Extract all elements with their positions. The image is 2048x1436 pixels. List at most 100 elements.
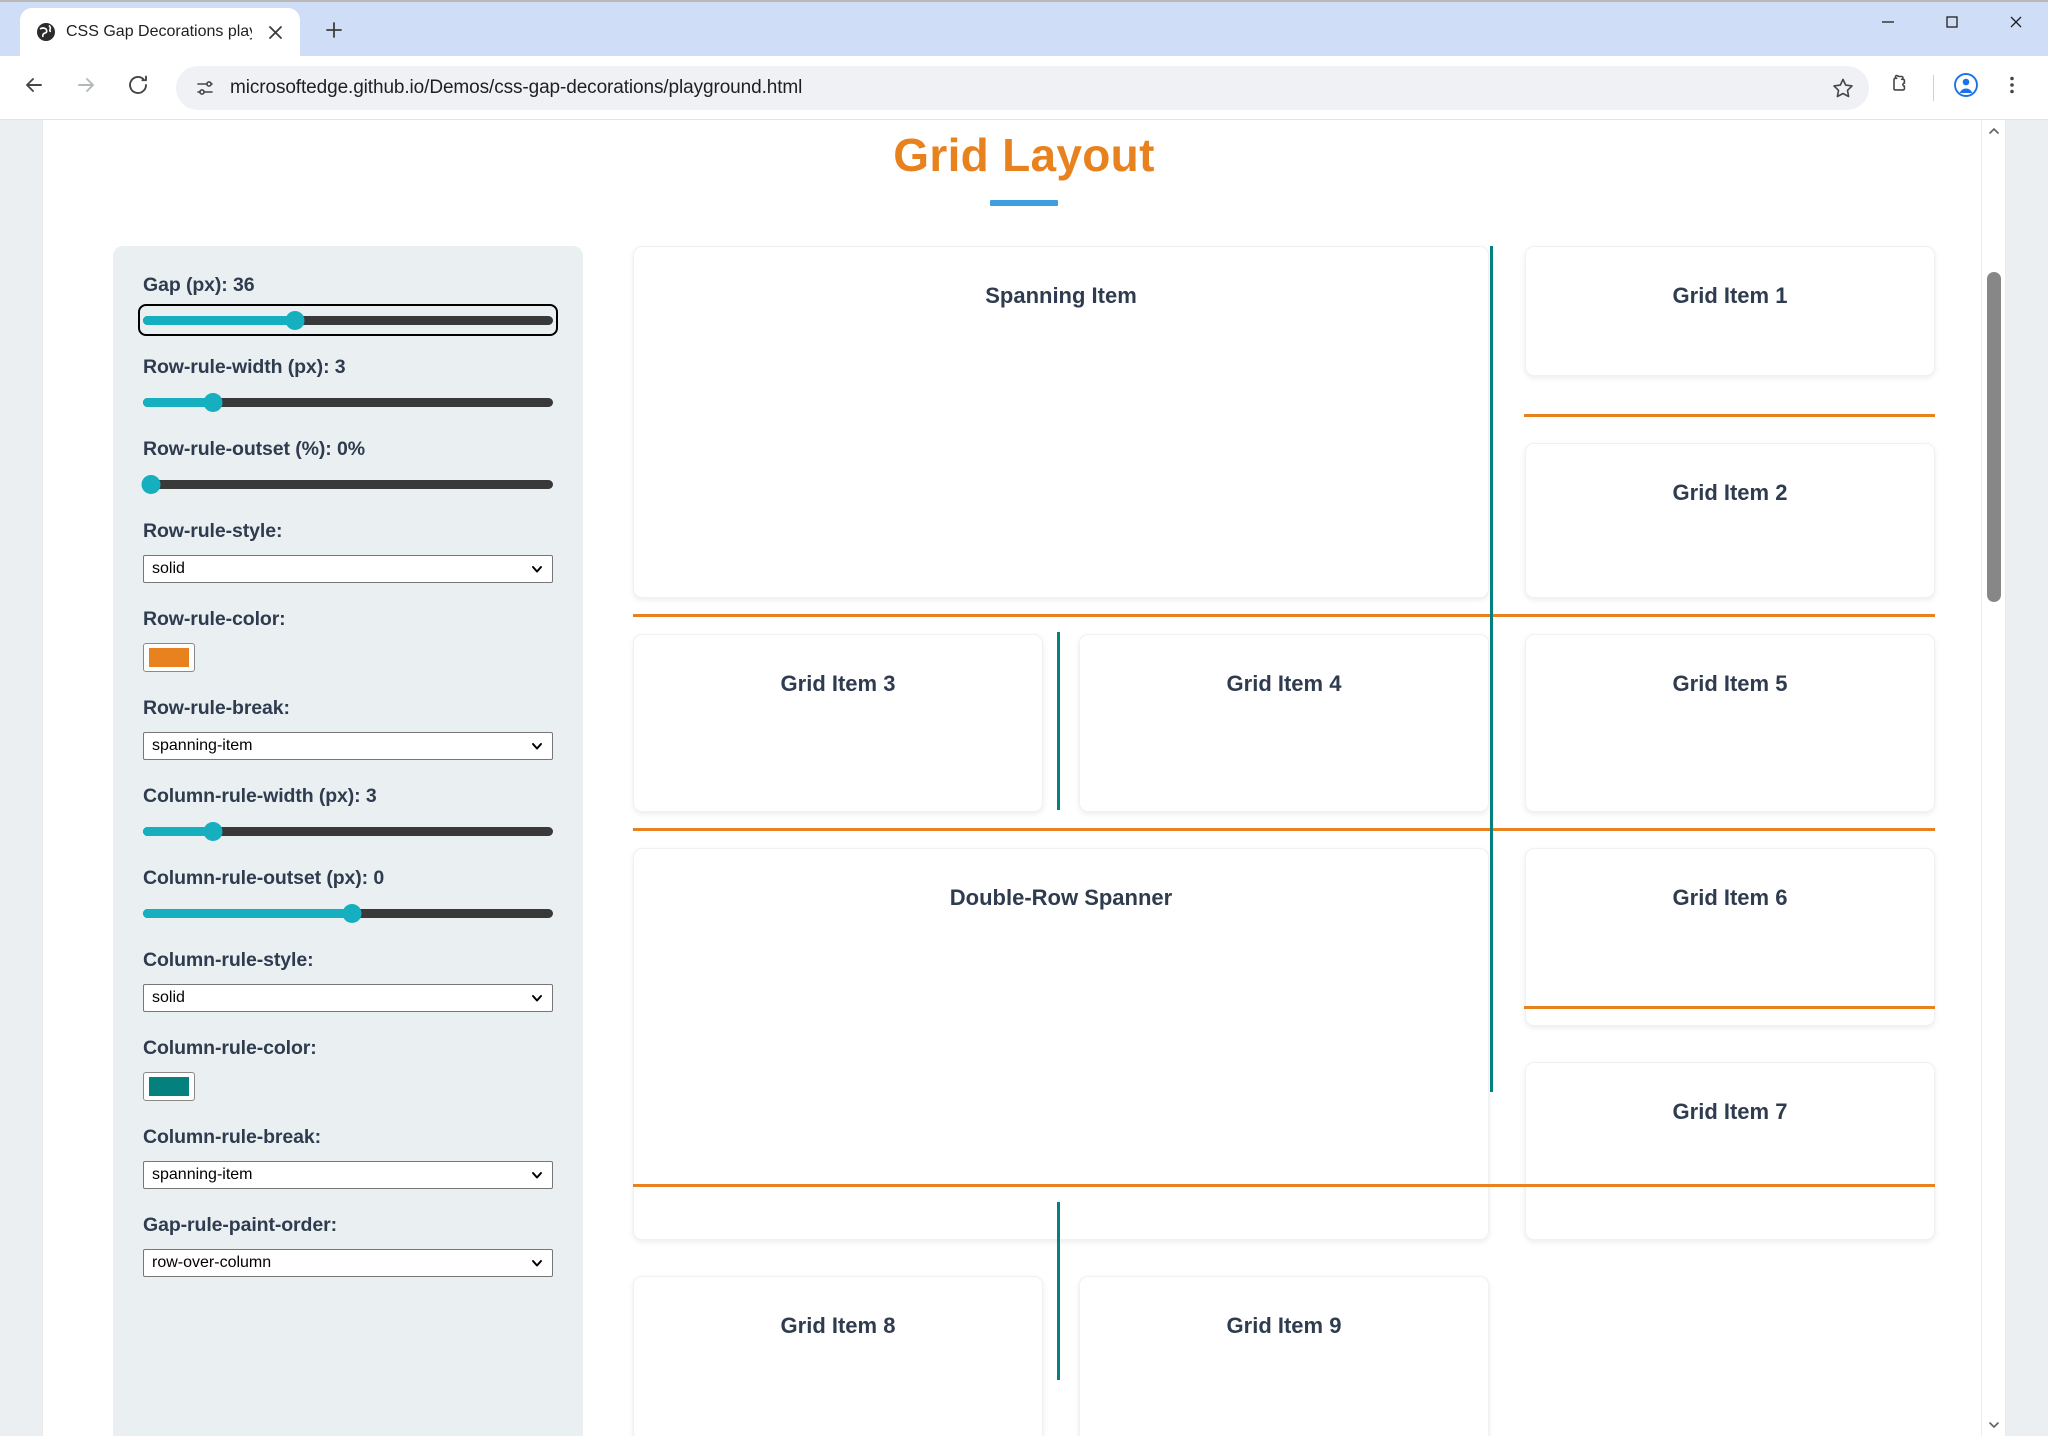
- column-rule-outset-slider[interactable]: [143, 902, 553, 924]
- column-rule-color-picker[interactable]: [143, 1072, 195, 1101]
- grid-cell-double-row-spanner: Double-Row Spanner: [633, 848, 1489, 1240]
- cell-label: Grid Item 7: [1672, 1099, 1788, 1124]
- tab-title: CSS Gap Decorations playgroun: [66, 23, 252, 40]
- row-rule-color-picker[interactable]: [143, 643, 195, 672]
- site-settings-icon[interactable]: [194, 77, 216, 99]
- slider-thumb[interactable]: [342, 903, 362, 923]
- row-rule-break-select[interactable]: spanning-item: [143, 732, 553, 760]
- cell-label: Grid Item 5: [1672, 671, 1788, 696]
- grid-cell-item-4: Grid Item 4: [1079, 634, 1489, 812]
- toolbar-right-icons: [1879, 66, 2034, 110]
- slider-fill: [143, 908, 353, 918]
- extensions-button[interactable]: [1879, 66, 1923, 110]
- cell-label: Grid Item 4: [1226, 671, 1342, 696]
- chevron-down-icon: [530, 562, 544, 576]
- column-rule-color-label: Column-rule-color:: [143, 1037, 317, 1059]
- scroll-up-arrow-icon[interactable]: [1982, 120, 2006, 142]
- gap-label: Gap (px): 36: [143, 274, 255, 296]
- gap-slider[interactable]: [138, 304, 558, 336]
- reload-button[interactable]: [114, 64, 162, 112]
- slider-thumb[interactable]: [203, 821, 223, 841]
- browser-toolbar: microsoftedge.github.io/Demos/css-gap-de…: [0, 56, 2048, 120]
- column-rule-break-label: Column-rule-break:: [143, 1126, 322, 1148]
- plus-icon: [324, 20, 344, 45]
- new-tab-button[interactable]: [314, 12, 354, 52]
- control-row-rule-outset: Row-rule-outset (%): 0%: [141, 438, 553, 495]
- select-value: solid: [152, 560, 185, 577]
- scroll-down-arrow-icon[interactable]: [1982, 1414, 2006, 1436]
- row-rule-decoration: [1523, 1006, 1935, 1009]
- column-rule-style-label: Column-rule-style:: [143, 949, 314, 971]
- column-rule-outset-label: Column-rule-outset (px): 0: [143, 867, 385, 889]
- slider-fill: [143, 826, 213, 836]
- row-rule-decoration: [633, 828, 1935, 831]
- maximize-button[interactable]: [1920, 2, 1984, 46]
- back-button[interactable]: [10, 64, 58, 112]
- profile-button[interactable]: [1944, 66, 1988, 110]
- window-controls: [1856, 2, 2048, 46]
- address-bar[interactable]: microsoftedge.github.io/Demos/css-gap-de…: [176, 65, 1869, 110]
- row-rule-style-select[interactable]: solid: [143, 555, 553, 583]
- cell-label: Double-Row Spanner: [949, 885, 1173, 910]
- gap-rule-paint-order-select[interactable]: row-over-column: [143, 1249, 553, 1277]
- slider-track: [143, 479, 553, 489]
- page-scrollbar[interactable]: [1981, 120, 2005, 1436]
- row-rule-width-slider[interactable]: [143, 391, 553, 413]
- row-rule-decoration: [1523, 414, 1935, 417]
- globe-icon: [36, 22, 56, 42]
- select-value: row-over-column: [152, 1254, 272, 1271]
- url-text: microsoftedge.github.io/Demos/css-gap-de…: [230, 76, 803, 98]
- control-column-rule-color: Column-rule-color:: [143, 1037, 553, 1101]
- control-row-rule-break: Row-rule-break: spanning-item: [143, 697, 553, 760]
- scrollbar-thumb[interactable]: [1986, 272, 2001, 602]
- controls-panel: Gap (px): 36 Row-rule-width (px): 3: [113, 246, 583, 1436]
- control-gap: Gap (px): 36: [138, 274, 558, 336]
- gap-rule-paint-order-label: Gap-rule-paint-order:: [143, 1214, 337, 1236]
- cell-label: Grid Item 2: [1672, 480, 1788, 505]
- chevron-down-icon: [530, 1256, 544, 1270]
- slider-thumb[interactable]: [203, 392, 223, 412]
- row-rule-width-label: Row-rule-width (px): 3: [143, 356, 346, 378]
- column-rule-decoration: [1489, 246, 1493, 1092]
- grid-demo-area: Spanning Item Grid Item 1 Grid Item 2 Gr…: [633, 246, 1935, 1436]
- window-close-icon: [2008, 14, 2024, 35]
- select-value: spanning-item: [152, 737, 253, 754]
- arrow-back-icon: [22, 73, 46, 102]
- window-close-button[interactable]: [1984, 2, 2048, 46]
- slider-fill: [143, 397, 213, 407]
- control-gap-rule-paint-order: Gap-rule-paint-order: row-over-column: [143, 1214, 553, 1277]
- reload-icon: [126, 73, 150, 102]
- column-rule-style-select[interactable]: solid: [143, 984, 553, 1012]
- column-rule-break-select[interactable]: spanning-item: [143, 1161, 553, 1189]
- grid-cell-spanning-item: Spanning Item: [633, 246, 1489, 598]
- slider-track: [143, 397, 553, 407]
- row-rule-color-label: Row-rule-color:: [143, 608, 286, 630]
- star-icon[interactable]: [1831, 76, 1855, 100]
- browser-tab[interactable]: CSS Gap Decorations playgroun: [20, 8, 300, 56]
- minimize-button[interactable]: [1856, 2, 1920, 46]
- browser-menu-button[interactable]: [1990, 66, 2034, 110]
- row-rule-outset-label: Row-rule-outset (%): 0%: [143, 438, 365, 460]
- grid-cell-item-8: Grid Item 8: [633, 1276, 1043, 1436]
- cell-label: Grid Item 6: [1672, 885, 1788, 910]
- tab-strip: CSS Gap Decorations playgroun: [0, 0, 354, 56]
- chevron-down-icon: [530, 739, 544, 753]
- slider-thumb[interactable]: [141, 474, 161, 494]
- row-rule-style-label: Row-rule-style:: [143, 520, 283, 542]
- row-rule-decoration: [633, 614, 1935, 617]
- forward-button[interactable]: [62, 64, 110, 112]
- slider-track: [143, 315, 553, 325]
- page-viewport: Grid Layout Gap (px): 36: [0, 120, 2048, 1436]
- cell-label: Spanning Item: [985, 283, 1137, 308]
- title-underline: [990, 200, 1058, 206]
- column-rule-color-swatch: [149, 1077, 189, 1096]
- slider-thumb[interactable]: [285, 310, 305, 330]
- grid-cell-item-6: Grid Item 6: [1525, 848, 1935, 1026]
- close-icon[interactable]: [262, 19, 288, 45]
- row-rule-outset-slider[interactable]: [141, 473, 553, 495]
- arrow-forward-icon: [74, 73, 98, 102]
- column-rule-width-slider[interactable]: [143, 820, 553, 842]
- scrollbar-track[interactable]: [1982, 142, 2006, 1414]
- column-rule-width-label: Column-rule-width (px): 3: [143, 785, 377, 807]
- grid-cell-item-1: Grid Item 1: [1525, 246, 1935, 376]
